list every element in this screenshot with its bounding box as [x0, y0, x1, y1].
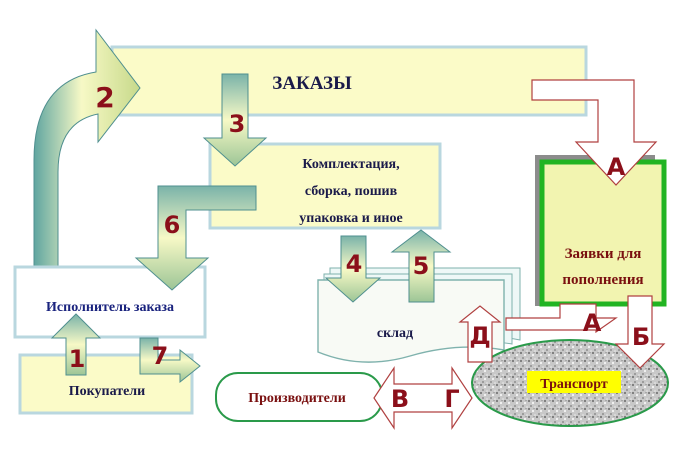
transport-label: Транспорт: [540, 377, 608, 392]
step-a-bottom-label: А: [583, 309, 602, 337]
requests-line-1: Заявки для: [565, 246, 642, 262]
arrow-d: [458, 305, 502, 363]
step-a-top-label: А: [607, 153, 626, 181]
step-v-label: В: [391, 385, 409, 413]
step-6-label: 6: [164, 211, 181, 239]
arrow-a-top: [531, 79, 658, 186]
arrow-b: [614, 295, 666, 369]
assembly-line-1: Комплектация,: [302, 157, 399, 172]
assembly-line-3: упаковка и иное: [299, 211, 402, 226]
step-4-label: 4: [346, 250, 363, 278]
arrow-v-g: [373, 366, 473, 430]
producers-label: Производители: [248, 391, 346, 406]
step-1-label: 1: [69, 345, 86, 373]
arrow-a-bottom: [505, 303, 618, 334]
step-g-label: Г: [444, 385, 459, 413]
arrow-7: [139, 337, 201, 384]
orders-title: ЗАКАЗЫ: [272, 73, 352, 94]
buyers-label: Покупатели: [69, 384, 145, 399]
arrow-2: [33, 28, 141, 273]
step-3-label: 3: [229, 110, 246, 138]
arrow-3: [202, 73, 268, 167]
arrow-6: [134, 185, 257, 291]
arrow-5: [390, 229, 452, 303]
arrow-1: [50, 313, 102, 376]
step-b-label: Б: [632, 323, 650, 351]
step-5-label: 5: [413, 252, 430, 280]
step-7-label: 7: [152, 342, 169, 370]
buyers-box: [18, 353, 194, 415]
assembly-line-2: сборка, пошив: [305, 184, 398, 199]
step-2-label: 2: [95, 81, 114, 114]
warehouse-label: склад: [377, 326, 413, 341]
arrow-4: [324, 235, 382, 303]
step-d-label: Д: [469, 322, 490, 350]
executor-label: Исполнитель заказа: [46, 300, 174, 315]
transport-highlight: [527, 371, 621, 393]
requests-line-2: пополнения: [562, 272, 643, 288]
